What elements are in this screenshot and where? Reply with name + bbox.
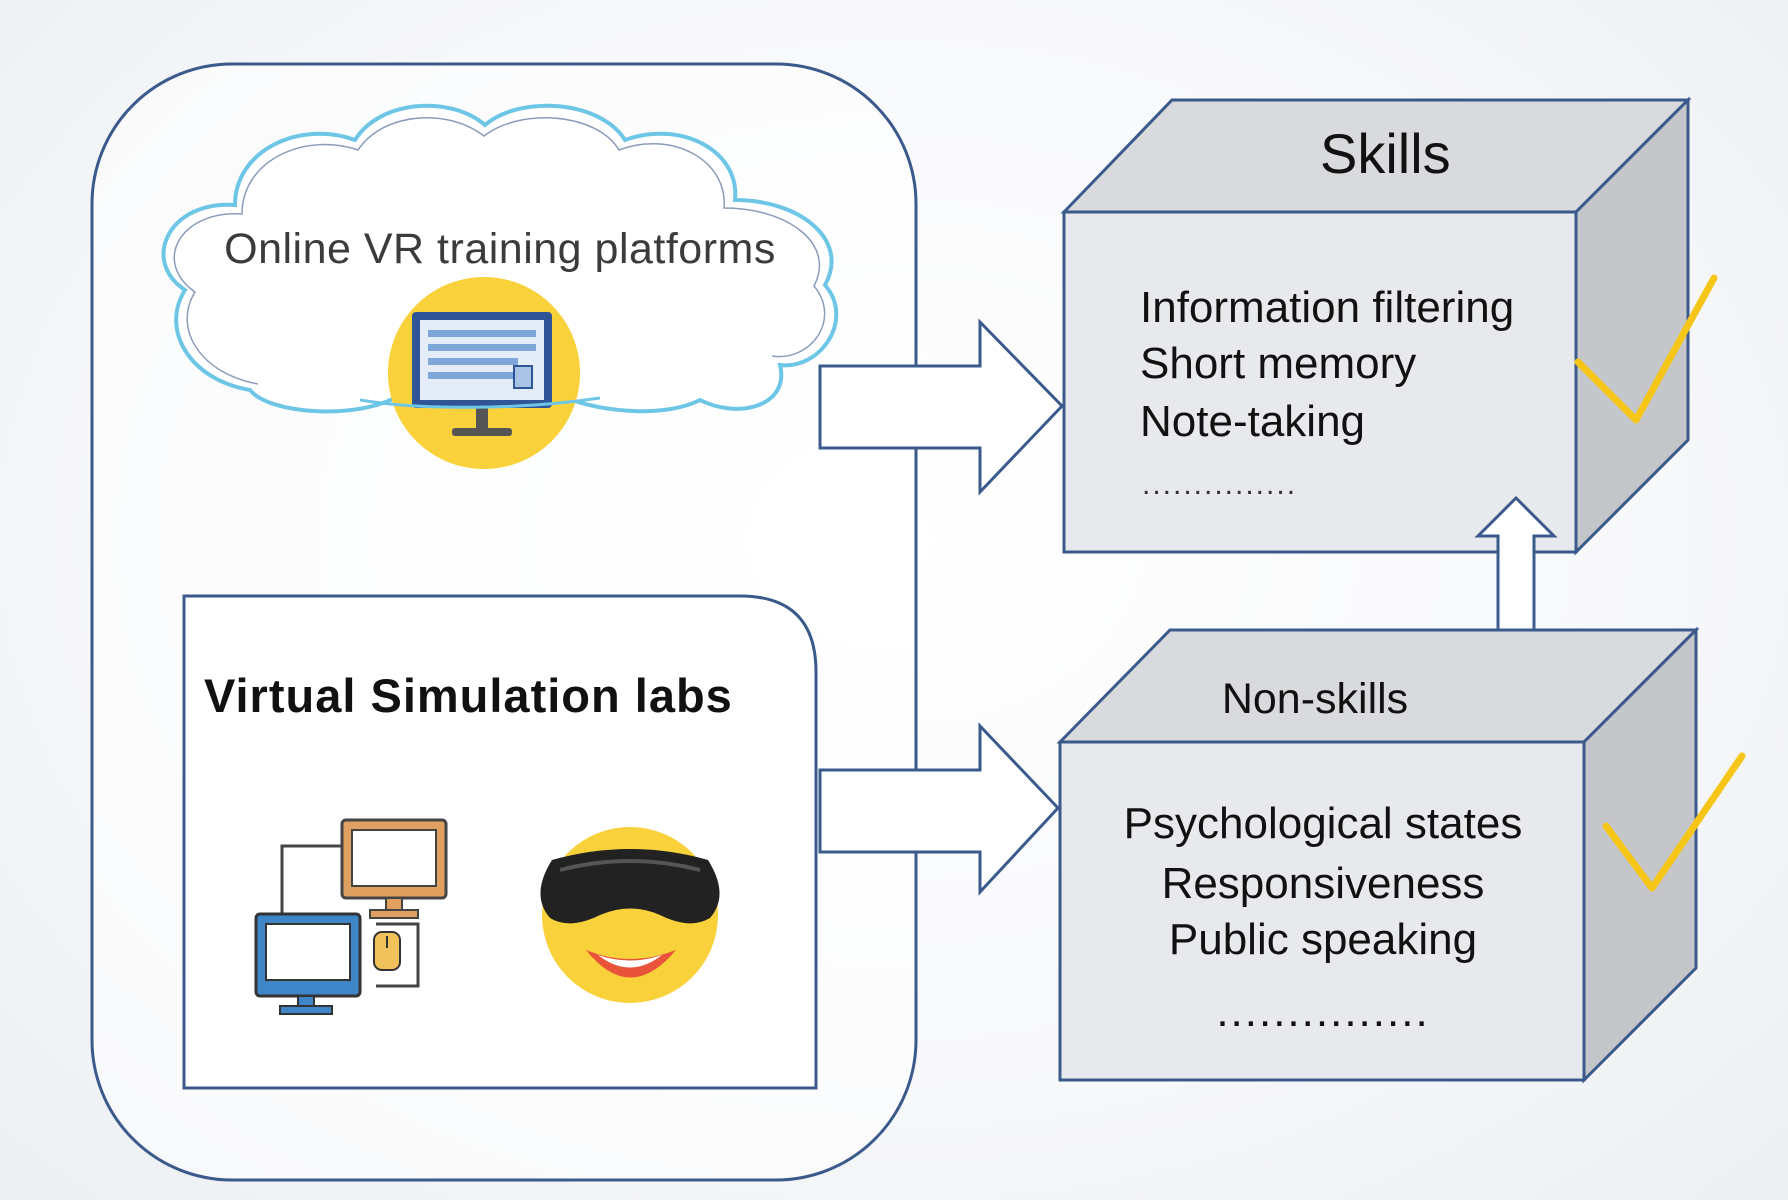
computer-network-icon bbox=[254, 818, 448, 1015]
skills-box bbox=[1060, 96, 1692, 556]
non-skills-checkmark-icon bbox=[1602, 752, 1746, 892]
non-skills-title: Non-skills bbox=[1221, 675, 1409, 723]
non-skills-item-3: Public speaking bbox=[1168, 915, 1478, 964]
monitor-icon bbox=[359, 277, 601, 469]
skills-checkmark-icon bbox=[1574, 274, 1718, 424]
cloud-inner-outline bbox=[173, 117, 826, 385]
skills-title: Skills bbox=[1320, 122, 1451, 185]
skills-item-2: Short memory bbox=[1140, 339, 1417, 388]
skills-item-3: Note-taking bbox=[1140, 397, 1366, 446]
non-skills-box bbox=[1056, 626, 1700, 1084]
arrow-to-non-skills bbox=[818, 722, 1061, 896]
non-skills-ellipsis: ............... bbox=[1216, 987, 1430, 1036]
skills-ellipsis: ............... bbox=[1142, 468, 1298, 501]
lab-label: Virtual Simulation labs bbox=[204, 669, 733, 722]
non-skills-item-2: Responsiveness bbox=[1161, 859, 1485, 908]
cloud-label: Online VR training platforms bbox=[224, 225, 776, 273]
arrow-to-skills bbox=[818, 318, 1065, 496]
non-skills-item-1: Psychological states bbox=[1123, 799, 1523, 848]
vr-headset-emoji-icon bbox=[540, 827, 720, 1003]
skills-item-1: Information filtering bbox=[1140, 283, 1515, 332]
arrow-up-to-skills bbox=[1474, 495, 1558, 632]
